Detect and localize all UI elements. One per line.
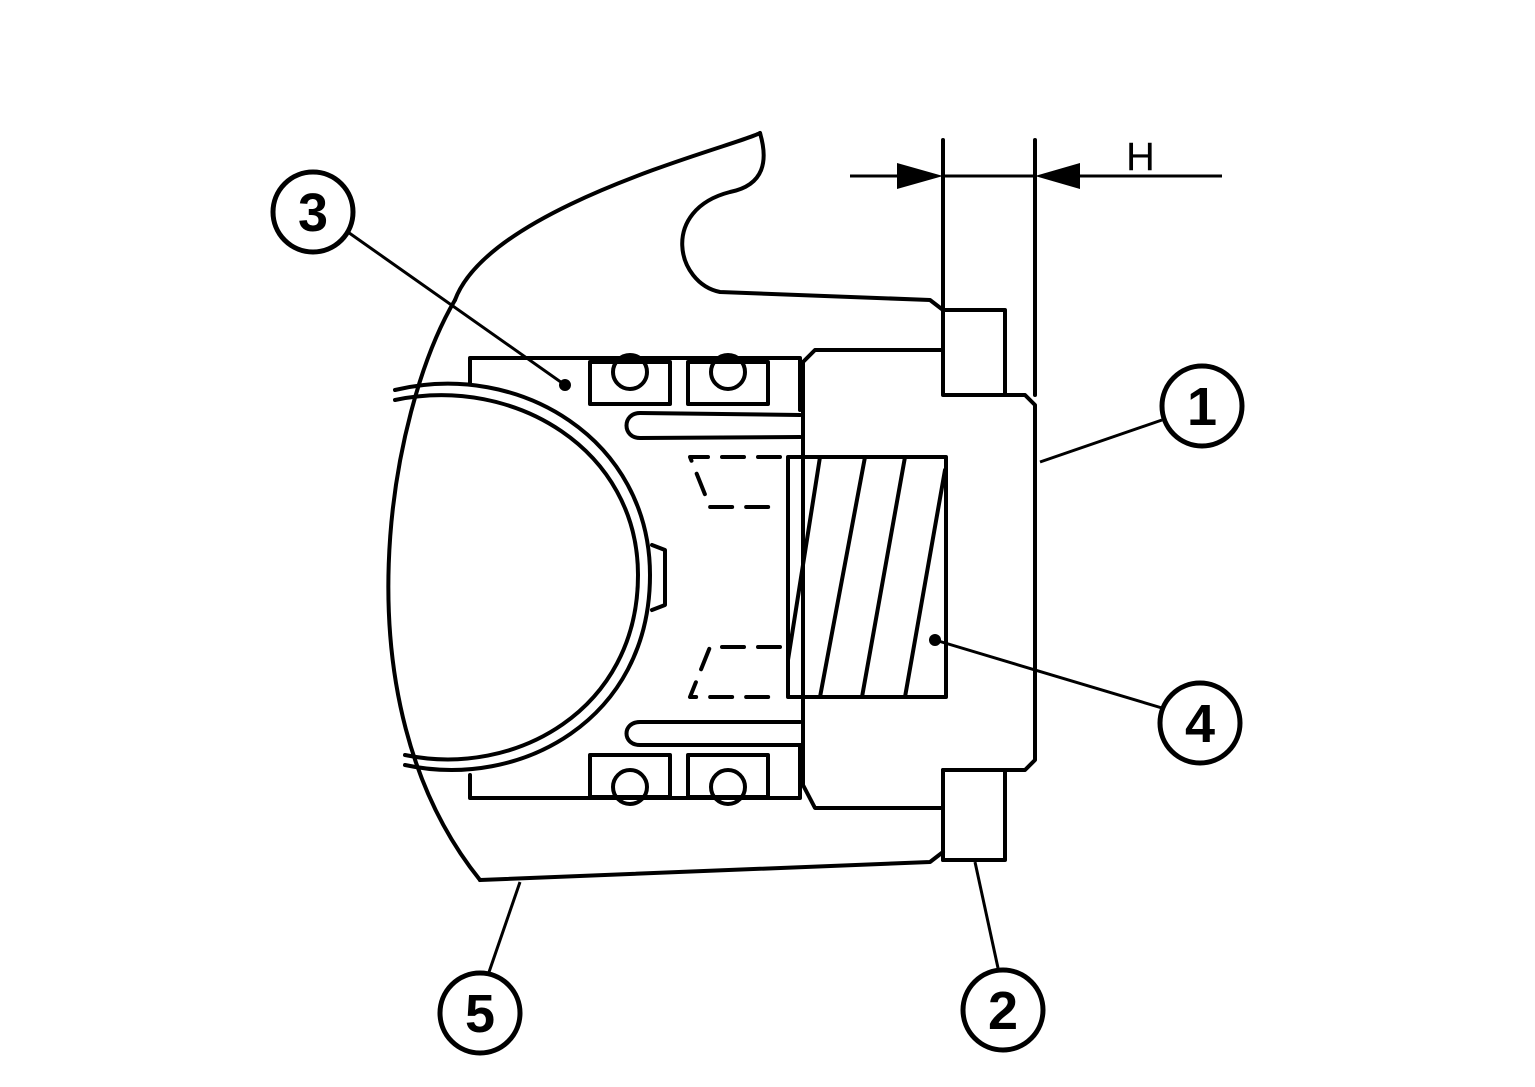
callout-1-label: 1 — [1187, 377, 1217, 437]
housing — [386, 131, 945, 882]
callout-5: 5 — [437, 970, 523, 1056]
adjuster-body — [801, 138, 1037, 862]
leader-lines — [344, 228, 1163, 976]
shaft-ball — [393, 381, 667, 772]
callout-3-label: 3 — [298, 183, 328, 243]
callout-2: 2 — [960, 967, 1046, 1053]
callout-4-label: 4 — [1185, 694, 1215, 754]
callout-2-label: 2 — [988, 981, 1018, 1041]
callout-1: 1 — [1159, 363, 1245, 449]
dimension-label: H — [1126, 135, 1155, 179]
dimension-h: H — [850, 135, 1222, 189]
bearing-assembly — [468, 353, 802, 806]
callout-3: 3 — [270, 169, 356, 255]
callout-4: 4 — [1157, 680, 1243, 766]
callout-5-label: 5 — [465, 984, 495, 1044]
worm-gear — [688, 455, 948, 699]
